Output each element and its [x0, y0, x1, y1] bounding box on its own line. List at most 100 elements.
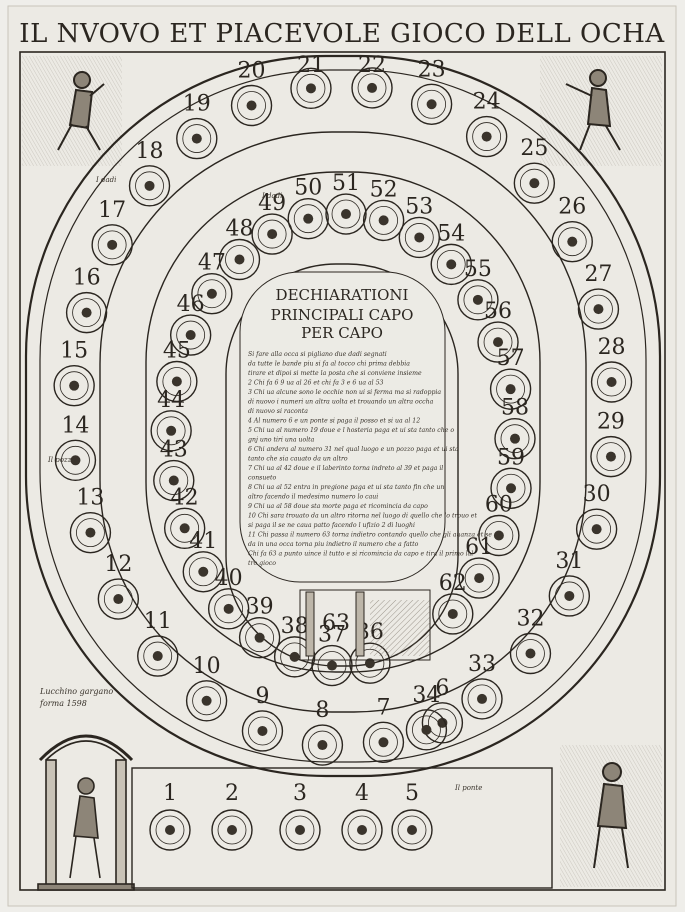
inner-square: 45 [156, 339, 198, 403]
inner-square-number: 41 [189, 529, 217, 554]
square-inner-ring [296, 73, 326, 103]
square-inner-ring [176, 320, 206, 350]
rule-line: tirare et dipoi si mette la posta che si… [248, 370, 422, 377]
rule-line: 10 Chi sara trouato da un altro ritorna … [248, 513, 477, 520]
square-inner-ring [72, 298, 101, 328]
rule-line: 9 Chi ua al 58 doue sta morte paga et ri… [248, 503, 428, 510]
inner-square-number: 58 [501, 396, 529, 421]
outer-square: 8 [301, 698, 344, 766]
outer-square: 3 [279, 781, 321, 851]
outer-square: 25 [513, 136, 556, 204]
inner-square-number: 39 [246, 595, 274, 620]
inner-square-number: 52 [370, 177, 398, 202]
inner-square-number: 45 [163, 339, 191, 364]
square-inner-ring [554, 581, 584, 611]
square-ring [458, 557, 500, 599]
square-inner-ring [182, 124, 212, 153]
square-ring [65, 291, 108, 334]
track-outer [24, 54, 662, 778]
inner-square: 54 [430, 221, 472, 286]
rules-heading-3: PER CAPO [301, 324, 383, 342]
outer-square: 22 [351, 53, 393, 109]
square-inner-ring [557, 227, 587, 257]
outer-square: 5 [391, 781, 433, 851]
square-inner-ring [582, 514, 612, 544]
square-dot [198, 566, 209, 577]
rule-line: gnj uno tiri una uolta [248, 437, 315, 444]
outer-square-number: 4 [355, 781, 369, 806]
inner-square: 57 [489, 346, 532, 410]
square-inner-ring [500, 424, 530, 454]
square-dot [223, 603, 234, 614]
square-ring [149, 809, 191, 851]
outer-square-number: 27 [584, 262, 612, 287]
inner-square-number: 55 [464, 257, 492, 282]
square-inner-ring [467, 684, 497, 714]
outer-square-number: 28 [598, 335, 626, 360]
inner-square-number: 37 [318, 623, 346, 648]
square-inner-ring [484, 521, 514, 550]
outer-square: 29 [590, 410, 632, 478]
outer-square: 17 [91, 198, 133, 266]
square-ring [290, 67, 332, 110]
square-ring [150, 410, 192, 452]
square-ring [341, 809, 383, 851]
outer-square: 31 [548, 549, 591, 617]
rule-line: si paga il se ne caua patto facendo l uf… [248, 522, 415, 529]
inner-square: 40 [207, 566, 250, 630]
square-dot [227, 825, 237, 835]
inner-square: 48 [218, 217, 261, 281]
outer-frame [19, 51, 666, 891]
outer-square: 11 [137, 609, 179, 677]
square-dot [529, 178, 540, 189]
inner-square: 58 [494, 396, 536, 460]
outer-square: 2 [211, 781, 253, 851]
outer-square-number: 30 [583, 482, 611, 507]
inner-square-number: 50 [294, 176, 322, 201]
square-inner-ring [308, 730, 337, 760]
inner-square-number: 54 [437, 221, 465, 246]
square-inner-ring [162, 367, 192, 396]
square-dot [414, 232, 425, 243]
outer-square-number: 17 [98, 198, 126, 223]
square-dot [70, 455, 81, 466]
outer-square: 23 [410, 57, 453, 125]
square-ring [551, 220, 593, 263]
square-dot [378, 215, 389, 226]
square-ring [238, 616, 281, 659]
square-dot [246, 100, 257, 111]
square-dot [201, 695, 212, 706]
square-dot [289, 651, 300, 662]
engraver-signature-line1: Lucchino gargano [39, 687, 113, 696]
inner-square-number: 49 [258, 191, 286, 216]
square-inner-ring [596, 442, 626, 472]
outer-square: 21 [290, 53, 332, 110]
outer-square-number: 26 [558, 195, 586, 220]
square-dot [317, 740, 328, 751]
inner-square: 53 [398, 194, 440, 259]
square-ring [218, 238, 261, 281]
rule-line: da in una occa torna piu indietro il num… [248, 541, 419, 548]
square-ring [97, 578, 140, 620]
outer-square: 16 [65, 266, 108, 334]
outer-square-number: 14 [61, 413, 89, 438]
square-dot [295, 825, 305, 835]
square-ring [513, 162, 556, 204]
square-ring [169, 314, 212, 356]
rule-line: 7 Chi ua al 42 doue e il laberinto torna… [248, 465, 443, 472]
outer-square-number: 7 [376, 695, 390, 720]
outer-square: 18 [128, 139, 171, 207]
rule-line: Si fare alla occa si pigliano due dadi s… [248, 351, 387, 358]
square-ring [53, 364, 95, 407]
square-inner-ring [516, 639, 545, 668]
square-inner-ring [225, 245, 254, 274]
inner-square-number: 62 [439, 571, 467, 596]
inner-square-number: 40 [215, 566, 243, 591]
outer-square-number: 8 [315, 698, 329, 723]
outer-square-number: 11 [144, 609, 172, 634]
outer-square: 28 [590, 335, 633, 403]
rules-lines: Si fare alla occa si pigliano due dadi s… [247, 351, 492, 567]
square-ring [410, 83, 453, 125]
square-ring [590, 361, 633, 403]
square-ring [349, 642, 391, 684]
